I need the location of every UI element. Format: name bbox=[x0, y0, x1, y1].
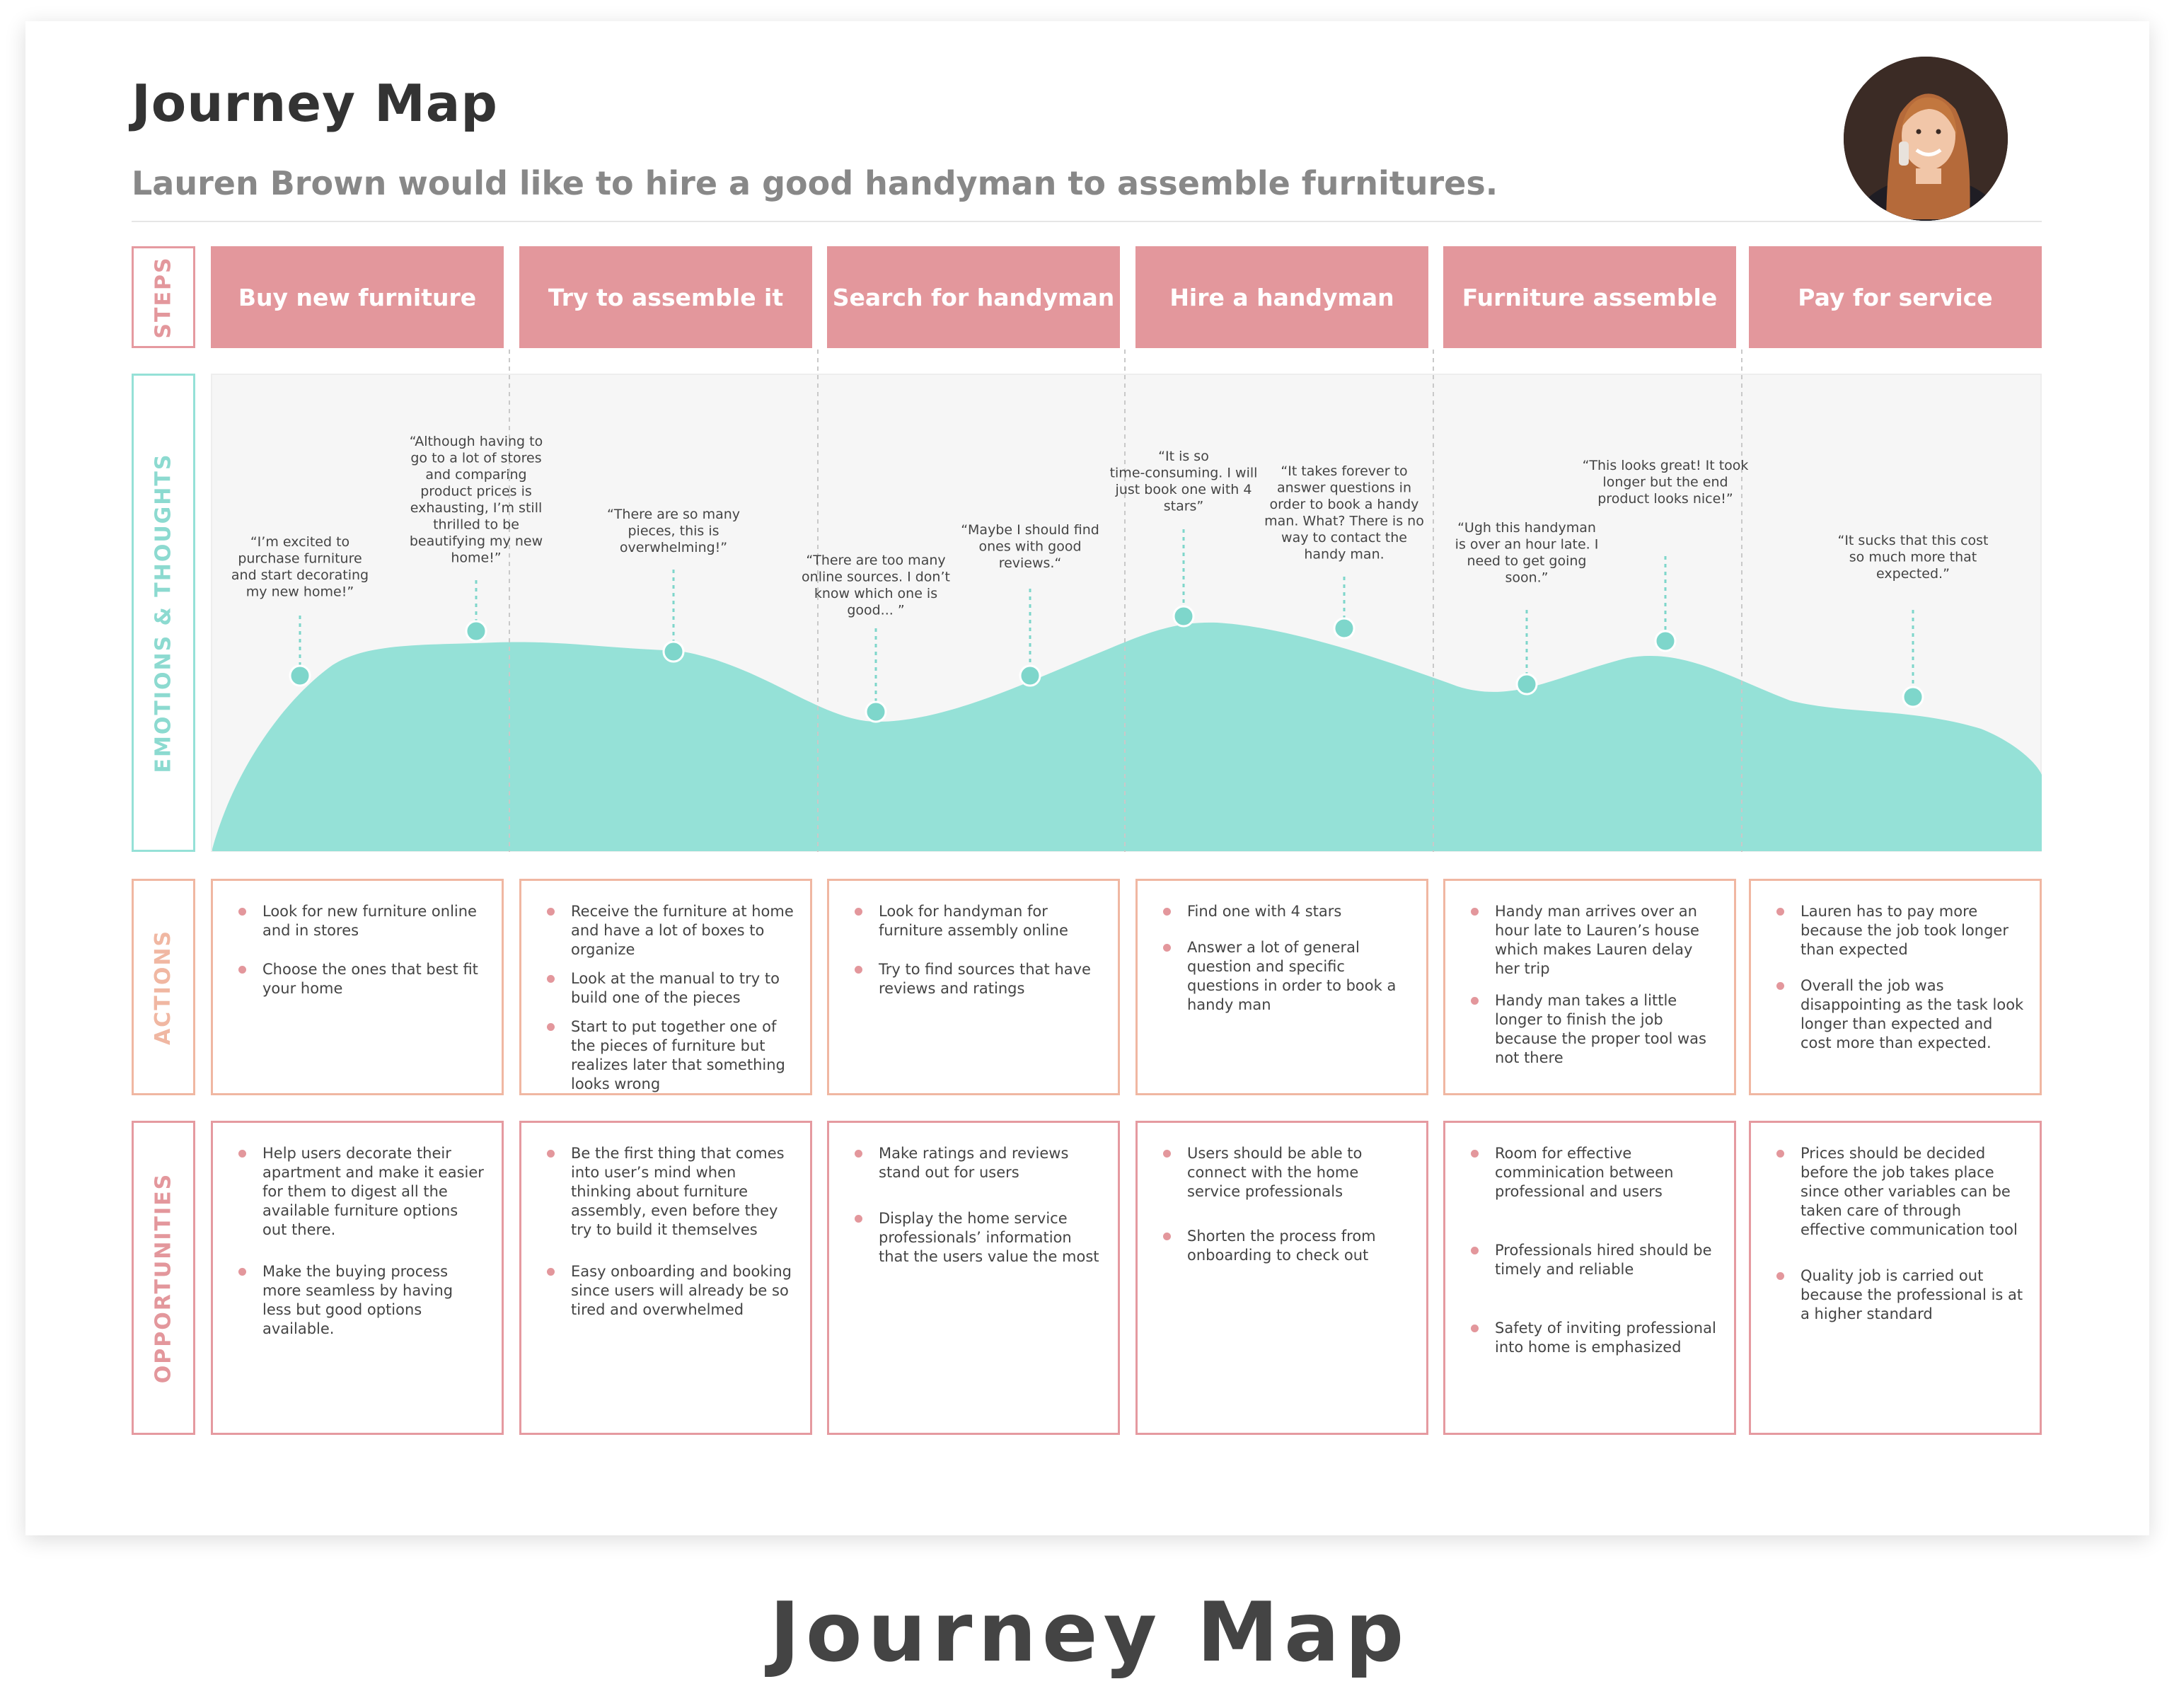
step-4: Hire a handyman bbox=[1135, 246, 1428, 348]
action-item: Receive the furniture at home and have a… bbox=[543, 902, 794, 959]
opportunity-item: Safety of inviting professional into hom… bbox=[1467, 1319, 1718, 1357]
action-item: Look for new furniture online and in sto… bbox=[234, 902, 486, 940]
opportunity-item: Easy onboarding and booking since users … bbox=[543, 1262, 794, 1320]
action-item: Handy man arrives over an hour late to L… bbox=[1467, 902, 1718, 979]
action-item: Look at the manual to try to build one o… bbox=[543, 969, 794, 1008]
opportunities-box-5: Room for effective comminication between… bbox=[1443, 1121, 1736, 1435]
row-label-emotions: EMOTIONS & THOUGHTS bbox=[132, 374, 195, 852]
actions-list: Lauren has to pay more because the job t… bbox=[1772, 902, 2024, 1053]
actions-list: Look for handyman for furniture assembly… bbox=[850, 902, 1102, 998]
opportunity-item: Room for effective comminication between… bbox=[1467, 1144, 1718, 1201]
page-title: Journey Map bbox=[132, 74, 498, 133]
opportunities-list: Prices should be decided before the job … bbox=[1772, 1144, 2024, 1324]
action-item: Answer a lot of general question and spe… bbox=[1159, 938, 1411, 1015]
opportunity-item: Users should be able to connect with the… bbox=[1159, 1144, 1411, 1201]
opportunities-list: Make ratings and reviews stand out for u… bbox=[850, 1144, 1102, 1266]
step-1: Buy new furniture bbox=[211, 246, 504, 348]
opportunity-item: Quality job is carried out because the p… bbox=[1772, 1266, 2024, 1324]
actions-list: Receive the furniture at home and have a… bbox=[543, 902, 794, 1094]
emotion-point bbox=[865, 700, 887, 723]
action-item: Handy man takes a little longer to finis… bbox=[1467, 991, 1718, 1068]
row-label-actions-text: ACTIONS bbox=[151, 929, 176, 1045]
emotion-point bbox=[1172, 605, 1195, 628]
opportunities-box-1: Help users decorate their apartment and … bbox=[211, 1121, 504, 1435]
action-item: Overall the job was disappointing as the… bbox=[1772, 976, 2024, 1053]
header-divider bbox=[132, 221, 2042, 222]
opportunities-list: Users should be able to connect with the… bbox=[1159, 1144, 1411, 1265]
step-3: Search for handyman bbox=[827, 246, 1120, 348]
emotion-point bbox=[1333, 617, 1356, 640]
row-label-steps: STEPS bbox=[132, 246, 195, 348]
page-subtitle: Lauren Brown would like to hire a good h… bbox=[132, 164, 1498, 202]
actions-box-5: Handy man arrives over an hour late to L… bbox=[1443, 879, 1736, 1095]
row-label-actions: ACTIONS bbox=[132, 879, 195, 1095]
step-6: Pay for service bbox=[1749, 246, 2042, 348]
persona-portrait bbox=[1844, 57, 2008, 221]
actions-box-6: Lauren has to pay more because the job t… bbox=[1749, 879, 2042, 1095]
footer-title: Journey Map bbox=[769, 1585, 1410, 1680]
actions-list: Look for new furniture online and in sto… bbox=[234, 902, 486, 998]
opportunity-item: Shorten the process from onboarding to c… bbox=[1159, 1227, 1411, 1265]
emotion-point bbox=[1515, 673, 1538, 696]
actions-box-1: Look for new furniture online and in sto… bbox=[211, 879, 504, 1095]
emotion-point bbox=[289, 664, 311, 687]
emotion-point bbox=[662, 640, 685, 663]
opportunity-item: Display the home service professionals’ … bbox=[850, 1209, 1102, 1266]
emotion-point bbox=[465, 620, 487, 642]
opportunities-list: Help users decorate their apartment and … bbox=[234, 1144, 486, 1339]
opportunities-list: Be the first thing that comes into user’… bbox=[543, 1144, 794, 1320]
action-item: Find one with 4 stars bbox=[1159, 902, 1411, 921]
actions-list: Handy man arrives over an hour late to L… bbox=[1467, 902, 1718, 1068]
opportunity-item: Be the first thing that comes into user’… bbox=[543, 1144, 794, 1240]
action-item: Start to put together one of the pieces … bbox=[543, 1017, 794, 1094]
emotion-curve-area bbox=[212, 622, 2042, 851]
action-item: Choose the ones that best fit your home bbox=[234, 960, 486, 998]
emotion-point bbox=[1654, 630, 1677, 652]
emotion-point bbox=[1902, 686, 1924, 708]
opportunity-item: Help users decorate their apartment and … bbox=[234, 1144, 486, 1240]
step-2: Try to assemble it bbox=[519, 246, 812, 348]
action-item: Try to find sources that have reviews an… bbox=[850, 960, 1102, 998]
opportunities-box-3: Make ratings and reviews stand out for u… bbox=[827, 1121, 1120, 1435]
opportunities-box-4: Users should be able to connect with the… bbox=[1135, 1121, 1428, 1435]
opportunity-item: Make ratings and reviews stand out for u… bbox=[850, 1144, 1102, 1182]
avatar bbox=[1844, 57, 2008, 221]
opportunities-box-2: Be the first thing that comes into user’… bbox=[519, 1121, 812, 1435]
row-label-opportunities-text: OPPORTUNITIES bbox=[151, 1172, 176, 1383]
actions-box-2: Receive the furniture at home and have a… bbox=[519, 879, 812, 1095]
action-item: Look for handyman for furniture assembly… bbox=[850, 902, 1102, 940]
opportunities-list: Room for effective comminication between… bbox=[1467, 1144, 1718, 1357]
emotion-point bbox=[1019, 664, 1041, 687]
action-item: Lauren has to pay more because the job t… bbox=[1772, 902, 2024, 959]
actions-box-3: Look for handyman for furniture assembly… bbox=[827, 879, 1120, 1095]
opportunity-item: Make the buying process more seamless by… bbox=[234, 1262, 486, 1339]
opportunities-box-6: Prices should be decided before the job … bbox=[1749, 1121, 2042, 1435]
opportunity-item: Prices should be decided before the job … bbox=[1772, 1144, 2024, 1240]
opportunity-item: Professionals hired should be timely and… bbox=[1467, 1241, 1718, 1279]
row-label-opportunities: OPPORTUNITIES bbox=[132, 1121, 195, 1435]
step-5: Furniture assemble bbox=[1443, 246, 1736, 348]
step-dividers bbox=[509, 350, 1742, 852]
